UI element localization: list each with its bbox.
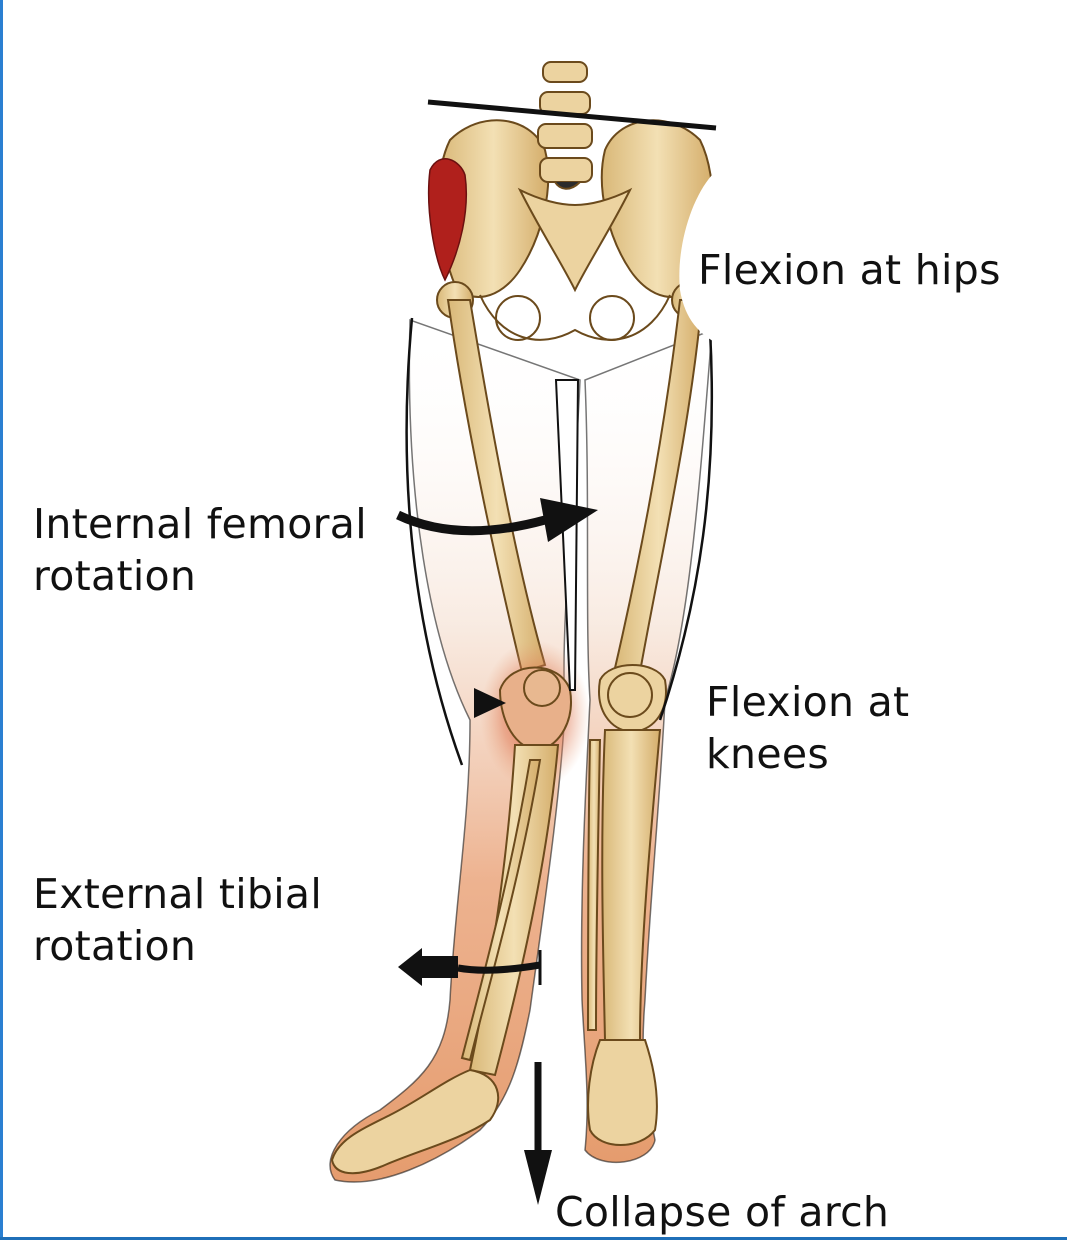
label-text-line2: rotation: [33, 920, 322, 972]
label-text-line1: Flexion at: [706, 676, 909, 728]
label-text: Collapse of arch: [555, 1186, 889, 1238]
label-text-line2: knees: [706, 728, 909, 780]
label-external-tibial-rotation: External tibial rotation: [33, 868, 322, 972]
label-text-line2: rotation: [33, 550, 367, 602]
lumbar-spine: [538, 62, 592, 189]
label-text-line1: External tibial: [33, 868, 322, 920]
label-collapse-of-arch: Collapse of arch: [555, 1186, 889, 1238]
label-text-line1: Internal femoral: [33, 498, 367, 550]
label-flexion-at-knees: Flexion at knees: [706, 676, 909, 780]
label-flexion-at-hips: Flexion at hips: [698, 244, 1001, 296]
slide-left-border: [0, 0, 3, 1240]
pelvis-bone: [439, 120, 713, 340]
label-internal-femoral-rotation: Internal femoral rotation: [33, 498, 367, 602]
label-text: Flexion at hips: [698, 244, 1001, 296]
